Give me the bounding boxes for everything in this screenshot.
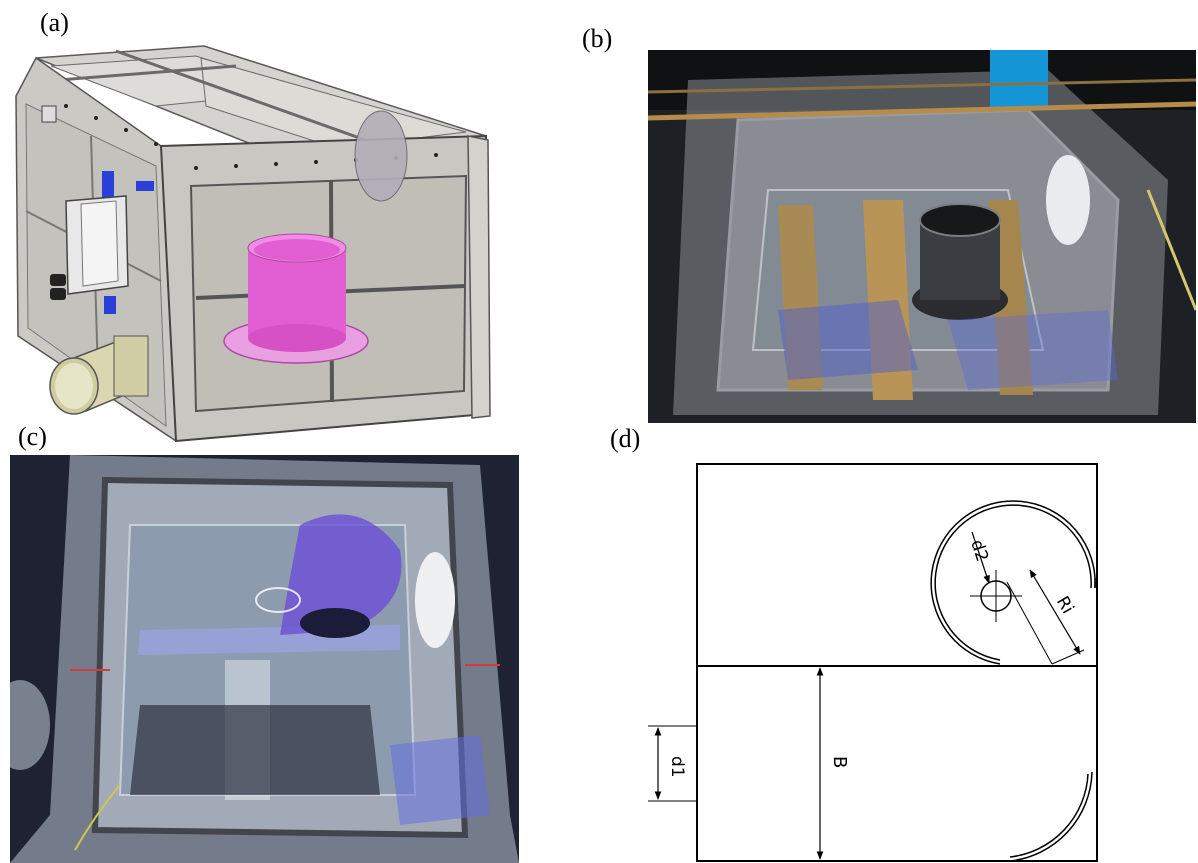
panel-label-d: (d) xyxy=(610,424,641,453)
cad-render xyxy=(15,45,491,442)
panel-label-c: (c) xyxy=(18,422,47,451)
purple-volute xyxy=(280,514,402,635)
label-b: B xyxy=(829,756,850,768)
photo-filled-tank-panel xyxy=(10,455,519,863)
photo-top-view-panel xyxy=(648,50,1196,423)
schematic-panel: d2 Ri B d1 xyxy=(640,458,1198,863)
photo-top-view xyxy=(648,50,1196,423)
blue-clamp xyxy=(990,50,1048,110)
photo-filled-tank xyxy=(10,455,519,863)
cad-render-panel xyxy=(6,36,500,442)
panel-label-b: (b) xyxy=(582,24,613,53)
lower-chamber xyxy=(696,665,1098,862)
cylinder-body xyxy=(248,248,346,338)
label-d2: d2 xyxy=(966,537,992,564)
schematic-drawing: d2 Ri B d1 xyxy=(648,463,1098,862)
label-d1: d1 xyxy=(667,756,687,778)
panel-label-a: (a) xyxy=(40,8,69,37)
